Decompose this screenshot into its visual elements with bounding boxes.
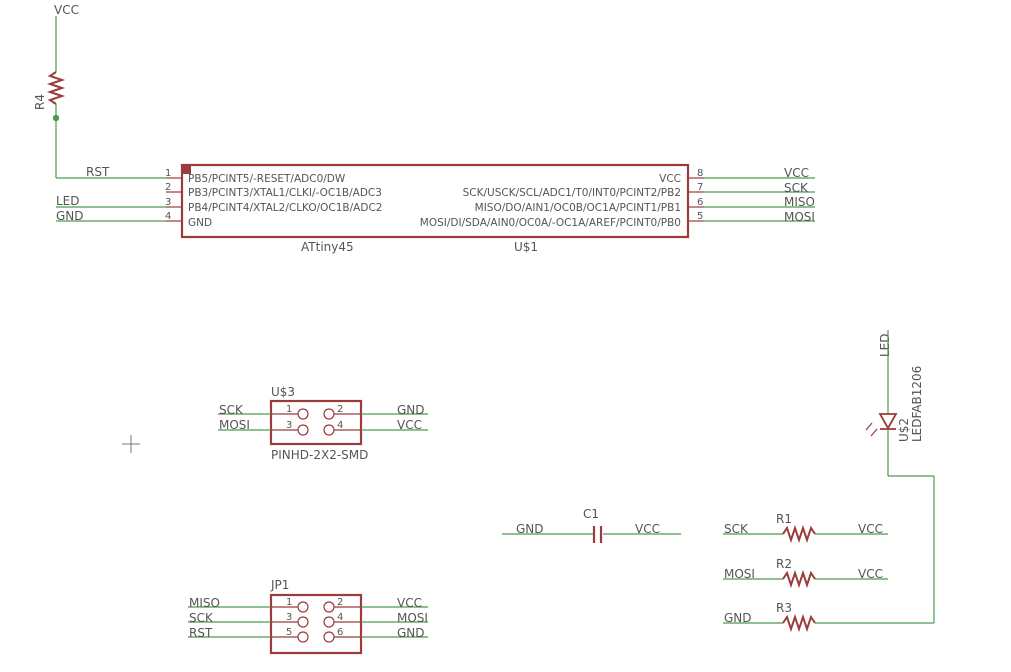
jp1-gnd-label: GND <box>397 626 425 640</box>
u3-part: PINHD-2X2-SMD <box>271 448 368 462</box>
cursor-crosshair-icon <box>122 435 140 453</box>
u3-header[interactable]: U$3 1 2 3 4 PINHD-2X2-SMD <box>269 385 368 462</box>
c1-vcc-label: VCC <box>635 522 660 536</box>
u3-pin-num: 2 <box>337 404 343 415</box>
ic-pin-label: PB3/PCINT3/XTAL1/CLKI/-OC1B/ADC3 <box>188 187 382 199</box>
r4-name: R4 <box>33 94 47 110</box>
ic-pin-num: 8 <box>697 168 703 179</box>
u3-pin-num: 4 <box>337 420 343 431</box>
led-emission-arrow-icon <box>870 428 878 437</box>
u2-name: U$2 <box>897 418 911 442</box>
r2-mosi-label: MOSI <box>724 567 755 581</box>
jp1-name: JP1 <box>270 578 289 592</box>
c1-gnd-label: GND <box>516 522 544 536</box>
ic-left-nets: LED GND <box>56 194 166 223</box>
led-label: LED <box>56 194 80 208</box>
ic-pin-label: VCC <box>659 173 681 185</box>
miso-label: MISO <box>784 195 815 209</box>
jp1-header[interactable]: JP1 1 2 3 4 5 6 <box>269 578 363 655</box>
ic-pin-label: SCK/USCK/SCL/ADC1/T0/INT0/PCINT2/PB2 <box>463 187 681 199</box>
ic-pin-num: 6 <box>697 197 703 208</box>
ic-attiny45[interactable]: 1 2 3 4 PB5/PCINT5/-RESET/ADC0/DW PB3/PC… <box>165 163 704 254</box>
u2-part: LEDFAB1206 <box>910 366 924 442</box>
ic-pin-num: 2 <box>165 182 171 193</box>
c1-capacitor[interactable]: C1 GND VCC <box>502 507 681 543</box>
ic-name: U$1 <box>514 240 538 254</box>
ic-pin-num: 7 <box>697 182 703 193</box>
r1-resistor[interactable]: R1 SCK VCC <box>723 512 888 544</box>
vcc-label: VCC <box>784 166 809 180</box>
ic-pin-label: PB4/PCINT4/XTAL2/CLKO/OC1B/ADC2 <box>188 202 382 214</box>
c1-name: C1 <box>583 507 599 521</box>
jp1-mosi-label: MOSI <box>397 611 428 625</box>
u2-led[interactable]: LED U$2 LEDFAB1206 <box>865 330 935 623</box>
jp1-pin-num: 6 <box>337 627 343 638</box>
u3-vcc-label: VCC <box>397 418 422 432</box>
u3-mosi-label: MOSI <box>219 418 250 432</box>
led-diode-icon <box>878 413 898 430</box>
jp1-pin-num: 2 <box>337 597 343 608</box>
ic-pin-num: 4 <box>165 211 171 222</box>
u2-led-net-label: LED <box>878 333 892 357</box>
ic-right-nets: VCC SCK MISO MOSI <box>704 166 815 224</box>
jp1-nets: MISO SCK RST VCC MOSI GND <box>188 596 428 640</box>
jp1-pin-num: 5 <box>286 627 292 638</box>
r1-name: R1 <box>776 512 792 526</box>
mosi-label: MOSI <box>784 210 815 224</box>
ic-body <box>180 163 690 239</box>
ic-part: ATtiny45 <box>301 240 354 254</box>
u3-pin-num: 1 <box>286 404 292 415</box>
jp1-vcc-label: VCC <box>397 596 422 610</box>
r3-resistor[interactable]: R3 GND <box>723 601 934 633</box>
gnd-label: GND <box>56 209 84 223</box>
r2-resistor[interactable]: R2 MOSI VCC <box>723 557 888 589</box>
u3-body <box>269 399 363 446</box>
jp1-sck-label: SCK <box>189 611 214 625</box>
r4-junction <box>52 114 60 122</box>
rst-label: RST <box>86 165 110 179</box>
ic-pin-num: 1 <box>165 168 171 179</box>
r1-vcc-label: VCC <box>858 522 883 536</box>
u3-nets: SCK MOSI GND VCC <box>218 403 428 432</box>
jp1-rst-label: RST <box>189 626 213 640</box>
r4-section: VCC R4 RST <box>33 3 166 179</box>
sck-label: SCK <box>784 181 809 195</box>
r1-sck-label: SCK <box>724 522 749 536</box>
jp1-pin-num: 3 <box>286 612 292 623</box>
jp1-pin-num: 4 <box>337 612 343 623</box>
ic-pin-label: MISO/DO/AIN1/OC0B/OC1A/PCINT1/PB1 <box>475 202 681 214</box>
jp1-body <box>269 593 363 655</box>
ic-pin-num: 5 <box>697 211 703 222</box>
u3-name: U$3 <box>271 385 295 399</box>
u3-sck-label: SCK <box>219 403 244 417</box>
r4-vcc-label: VCC <box>54 3 79 17</box>
r2-name: R2 <box>776 557 792 571</box>
r2-vcc-label: VCC <box>858 567 883 581</box>
ic-pin-num: 3 <box>165 197 171 208</box>
r3-gnd-label: GND <box>724 611 752 625</box>
ic-pin-label: PB5/PCINT5/-RESET/ADC0/DW <box>188 173 346 185</box>
r3-name: R3 <box>776 601 792 615</box>
jp1-pin-num: 1 <box>286 597 292 608</box>
ic-pin-label: GND <box>188 217 212 229</box>
u3-gnd-label: GND <box>397 403 425 417</box>
u3-pin-num: 3 <box>286 420 292 431</box>
jp1-miso-label: MISO <box>189 596 220 610</box>
led-emission-arrow-icon <box>865 422 873 431</box>
ic-pin-label: MOSI/DI/SDA/AIN0/OC0A/-OC1A/AREF/PCINT0/… <box>420 217 681 229</box>
ic-pin1-marker <box>183 166 191 174</box>
r4-resistor[interactable] <box>46 71 66 105</box>
